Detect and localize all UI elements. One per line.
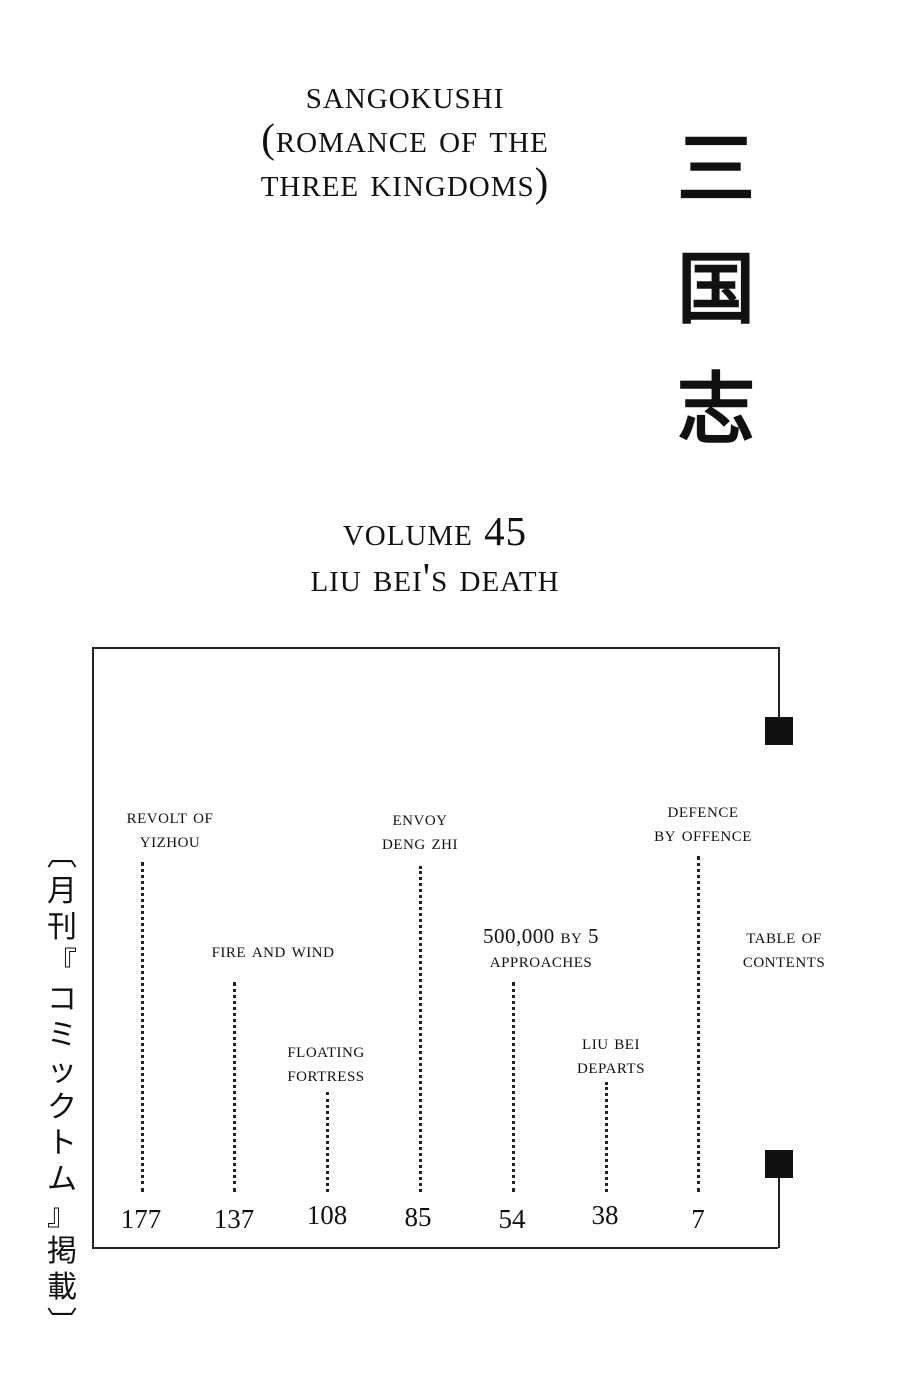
kanji-char: 国	[676, 245, 755, 335]
toc-page-number: 137	[213, 1204, 255, 1234]
toc-frame-bottom	[92, 1247, 778, 1249]
toc-frame-top	[92, 647, 778, 649]
toc-leader-dots	[419, 866, 422, 1192]
toc-page-number: 7	[691, 1204, 705, 1234]
toc-entry-title: TABLE OF CONTENTS	[742, 924, 826, 972]
toc-leader-dots	[141, 862, 144, 1192]
toc-leader-dots	[233, 982, 236, 1192]
volume-name: LIU BEI'S DEATH	[310, 554, 560, 600]
toc-entry-title: 500,000 BY 5 APPROACHES	[482, 924, 600, 972]
toc-page-number: 108	[306, 1200, 348, 1230]
toc-entry-title: ENVOY DENG ZHI	[382, 806, 458, 854]
toc-entry-title: LIU BEI DEPARTS	[577, 1030, 645, 1078]
toc-page-number: 85	[404, 1202, 432, 1232]
toc-page-number: 38	[591, 1200, 619, 1230]
toc-entry-title: DEFENCE BY OFFENCE	[654, 798, 752, 846]
kanji-title: 三 国 志	[670, 110, 762, 470]
frame-marker-square	[765, 1150, 793, 1178]
toc-entry-title: FLOATING FORTRESS	[287, 1038, 365, 1086]
toc-leader-dots	[605, 1082, 608, 1192]
publication-note: ︹ 月 刊 『 コ ミ ッ ク ト ム 』 掲 載 ︺	[47, 838, 77, 1341]
toc-frame-right-lower	[778, 1176, 780, 1248]
series-title: SANGOKUSHI (ROMANCE OF THE THREE KINGDOM…	[160, 72, 650, 204]
volume-heading: VOLUME 45 LIU BEI'S DEATH	[200, 508, 670, 600]
toc-entry-title: REVOLT OF YIZHOU	[126, 804, 214, 852]
toc-frame-left	[92, 647, 94, 1249]
kanji-char: 三	[676, 125, 755, 215]
series-title-line-2: (ROMANCE OF THE	[261, 115, 549, 161]
toc-leader-dots	[326, 1092, 329, 1192]
toc-page-number: 177	[120, 1204, 162, 1234]
volume-number: VOLUME 45	[342, 508, 528, 554]
toc-entry-title: FIRE AND WIND	[211, 938, 335, 962]
toc-page-number: 54	[498, 1204, 526, 1234]
series-title-line-3: THREE KINGDOMS)	[260, 159, 550, 205]
toc-leader-dots	[512, 982, 515, 1192]
frame-marker-square	[765, 717, 793, 745]
series-title-line-1: SANGOKUSHI	[305, 71, 505, 117]
toc-frame-right-upper	[778, 647, 780, 717]
kanji-char: 志	[676, 365, 755, 455]
toc-leader-dots	[697, 856, 700, 1192]
